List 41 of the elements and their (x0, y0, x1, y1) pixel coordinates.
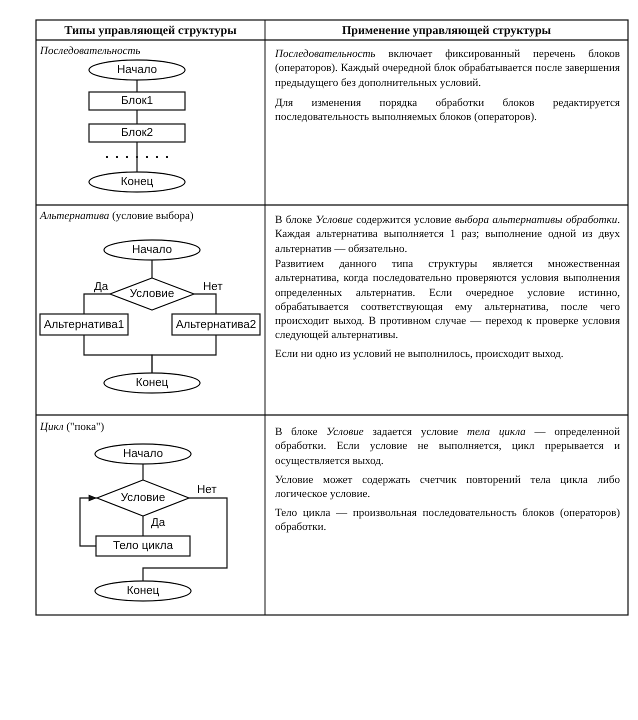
connector-line (136, 80, 138, 92)
row-title: Альтернатива (условие выбора) (40, 209, 195, 224)
paragraph: Тело цикла — произвольная последовательность блоков (операторов) обработки. (275, 506, 620, 535)
paragraph: Если ни одно из условий не выполнилось, происходит выход. (275, 347, 565, 362)
node-text: Тело цикла (112, 540, 174, 552)
node-text: Блок2 (120, 127, 154, 139)
connector-line (142, 464, 144, 480)
node-text: Начало (122, 448, 164, 460)
connector-line (194, 293, 217, 314)
connector-line (151, 335, 217, 373)
connector-line (136, 142, 138, 172)
node-text: Конец (120, 176, 154, 188)
node-text: Начало (132, 244, 172, 256)
row-title: Последовательность (40, 44, 142, 58)
paragraph: Развитием данного типа структуры является множественная альтернатива, когда последовательно проверяются условия выполнения определенных альтернатив. Если очередное условие истинно, обрабатывается соответствующая ему альтернатива, после чего происходит выход. В противном случае — переход к проверке условия следующей альтернативы. (275, 257, 620, 343)
node-text: Условие (130, 288, 174, 300)
column-header: Применение управляющей структуры (340, 23, 552, 39)
node-text: Блок1 (120, 95, 154, 107)
arrow (79, 494, 97, 547)
column-header: Типы управляющей структуры (63, 23, 238, 39)
paragraph: Условие может содержать счетчик повторений тела цикла либо логическое условие. (275, 473, 620, 502)
paragraph: Для изменения порядка обработки блоков редактируется последовательность выполняемых блоков (операторов). (275, 96, 620, 125)
node-text: Конец (126, 585, 160, 597)
connector-line (136, 110, 138, 124)
connector-line (83, 293, 110, 314)
node-text: Условие (120, 492, 166, 504)
paragraph: Последовательность включает фиксированный перечень блоков (операторов). Каждый очередной блок обрабатывается после завершения предыдущего без дополнительных условий. (275, 47, 620, 90)
paragraph: В блоке Условие задается условие тела цикла — определенной обработки. Если условие не выполняется, цикл прерывается и осуществляется выход. (275, 425, 620, 468)
node-text: Альтернатива1 (44, 318, 124, 330)
edge-label: Да (150, 517, 166, 529)
connector-line (142, 516, 144, 536)
edge-label: Нет (202, 281, 224, 293)
node-text: Начало (116, 64, 158, 76)
paragraph: В блоке Условие содержится условие выбора альтернативы обработки. Каждая альтернатива выполняется 1 раз; выполнение одной из двух альтернатив — обязательно. (275, 213, 620, 256)
node-text: Альтернатива2 (176, 318, 256, 330)
row-title: Цикл ("пока") (40, 420, 106, 434)
edge-label: Нет (196, 484, 218, 496)
edge-label: Да (93, 281, 110, 293)
node-text: Конец (136, 377, 168, 389)
connector-line (142, 497, 228, 581)
connector-line (151, 260, 153, 278)
